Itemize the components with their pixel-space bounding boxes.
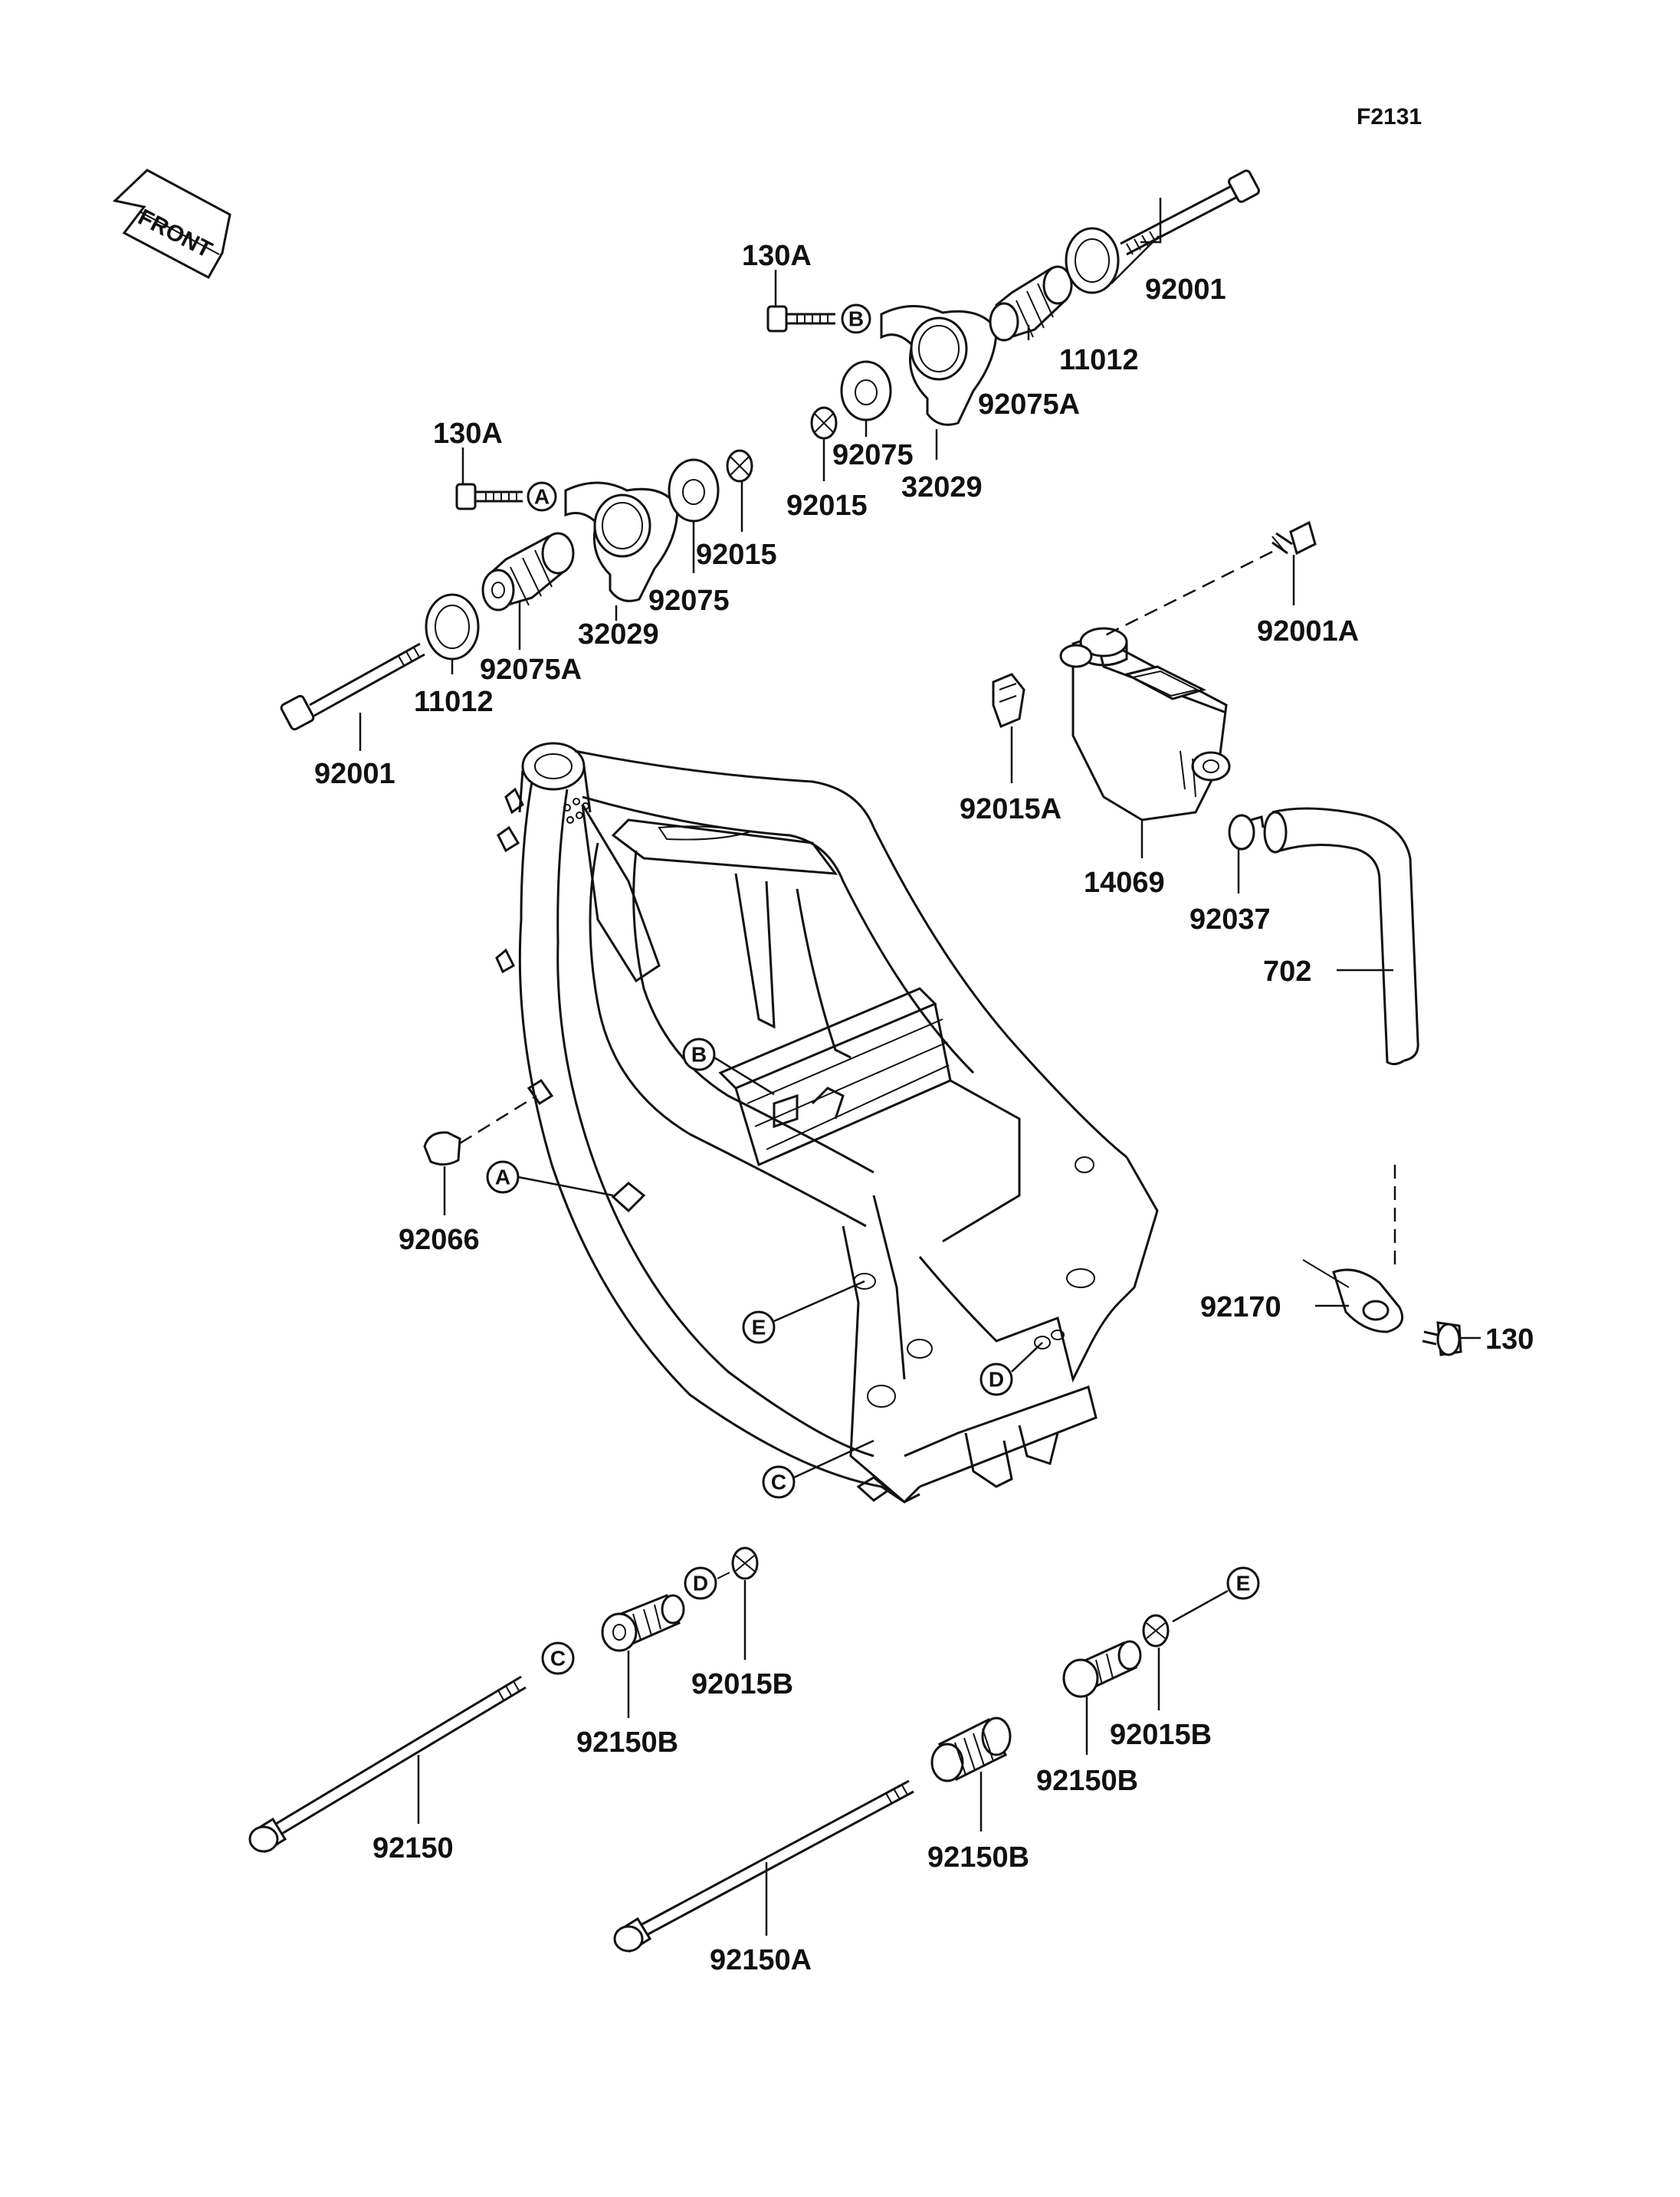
- nut-92015b-right-icon: [1142, 1614, 1170, 1648]
- adjust-collar-92150b-left-icon: [601, 1594, 685, 1652]
- callout-c-lower-letter: C: [550, 1647, 566, 1671]
- part-labels: 130A 130A 92001 11012 92075A 92075 32029…: [314, 240, 1534, 1976]
- front-direction-arrow-icon: FRONT: [112, 169, 231, 280]
- label-92001a: 92001A: [1257, 615, 1359, 648]
- label-130a-top: 130A: [742, 240, 812, 272]
- adjust-collar-92150b-right-icon: [1062, 1640, 1142, 1698]
- main-frame-icon: [495, 742, 1159, 1504]
- washer-11012-left-icon: [425, 593, 480, 661]
- clamp-92037-icon: [1228, 814, 1265, 851]
- callout-b-top-letter: B: [848, 307, 864, 331]
- callout-e-lower: [1226, 1566, 1260, 1600]
- label-92075-top: 92075: [832, 439, 914, 471]
- label-130: 130: [1485, 1323, 1534, 1356]
- callout-d-lower: [684, 1566, 717, 1600]
- bolt-92001-left-icon: [280, 642, 425, 731]
- label-92150: 92150: [372, 1832, 454, 1864]
- nut-92015b-left-icon: [731, 1546, 759, 1580]
- upper-mount-top-assembly: B: [766, 169, 1260, 440]
- collar-92075a-top-icon: [989, 265, 1073, 342]
- callout-e-frame: [742, 1310, 776, 1344]
- callout-e-frame-letter: E: [752, 1316, 766, 1340]
- callout-a-top-letter: A: [534, 485, 550, 509]
- label-11012-top: 11012: [1059, 344, 1139, 376]
- upper-mount-left-assembly: A: [280, 449, 753, 731]
- callout-a-frame-letter: A: [495, 1166, 510, 1189]
- bolt-92150-icon: [248, 1675, 527, 1854]
- callout-c-lower: [541, 1641, 575, 1675]
- stay-92170-icon: [1302, 1259, 1403, 1333]
- callout-b-frame: [682, 1038, 716, 1071]
- label-92075a-left: 92075A: [480, 654, 582, 686]
- bolt-130a-left-icon: [455, 483, 523, 510]
- bracket-32029-left-icon: [564, 481, 679, 602]
- figure-code: F2131: [1357, 104, 1422, 130]
- plug-92066-icon: [423, 1094, 537, 1166]
- label-92150b-center: 92150B: [927, 1841, 1029, 1874]
- label-14069: 14069: [1084, 867, 1165, 899]
- bolt-92150a-icon: [613, 1779, 914, 1953]
- callout-a-top: [527, 481, 557, 512]
- label-32029-top: 32029: [901, 471, 983, 503]
- bushing-92075-top-icon: [840, 360, 892, 421]
- adjust-collar-92150b-center-icon: [930, 1717, 1012, 1782]
- callout-b-frame-letter: B: [691, 1043, 707, 1067]
- bolt-92001-top-icon: [1120, 169, 1260, 256]
- label-92066: 92066: [399, 1224, 480, 1256]
- collar-92075a-left-icon: [481, 532, 575, 612]
- washer-11012-top-icon: [1065, 227, 1120, 294]
- leader-lines: [359, 198, 1481, 1936]
- label-92150a: 92150A: [710, 1944, 812, 1976]
- label-702: 702: [1263, 956, 1311, 988]
- label-92015-left: 92015: [696, 539, 777, 571]
- label-92001-left: 92001: [314, 758, 395, 790]
- label-92015a: 92015A: [960, 793, 1061, 825]
- callout-d-lower-letter: D: [693, 1572, 708, 1595]
- bushing-92075-left-icon: [668, 458, 720, 523]
- bolt-130-icon: [1422, 1321, 1462, 1356]
- label-130a-left: 130A: [433, 418, 503, 450]
- label-92170: 92170: [1200, 1291, 1281, 1323]
- bracket-32029-top-icon: [880, 305, 998, 426]
- reservoir-tank-14069-icon: [1059, 627, 1231, 821]
- callout-e-lower-letter: E: [1236, 1572, 1251, 1595]
- bolt-130a-top-icon: [766, 305, 835, 333]
- callout-d-frame-letter: D: [989, 1368, 1004, 1392]
- callout-c-frame: [762, 1465, 796, 1499]
- bolt-92001a-icon: [1103, 520, 1317, 638]
- clip-92015a-icon: [992, 673, 1025, 728]
- label-92037: 92037: [1189, 903, 1271, 936]
- label-92015b-right: 92015B: [1110, 1719, 1212, 1751]
- label-92001-top: 92001: [1145, 274, 1226, 306]
- callout-b-top: [841, 303, 871, 334]
- label-32029-left: 32029: [578, 618, 659, 651]
- label-92075a-top: 92075A: [978, 389, 1080, 421]
- label-92150b-left: 92150B: [576, 1726, 678, 1759]
- label-92075-left: 92075: [648, 585, 730, 617]
- label-92015-top: 92015: [786, 490, 868, 522]
- label-92015b-left: 92015B: [691, 1668, 793, 1700]
- callout-d-frame: [979, 1362, 1013, 1396]
- nut-92015-top-icon: [810, 406, 838, 440]
- callout-c-frame-letter: C: [771, 1471, 786, 1494]
- nut-92015-left-icon: [726, 449, 753, 483]
- hose-702-icon: [1263, 807, 1419, 1066]
- label-92150b-right: 92150B: [1036, 1765, 1138, 1797]
- label-11012-left: 11012: [414, 686, 494, 718]
